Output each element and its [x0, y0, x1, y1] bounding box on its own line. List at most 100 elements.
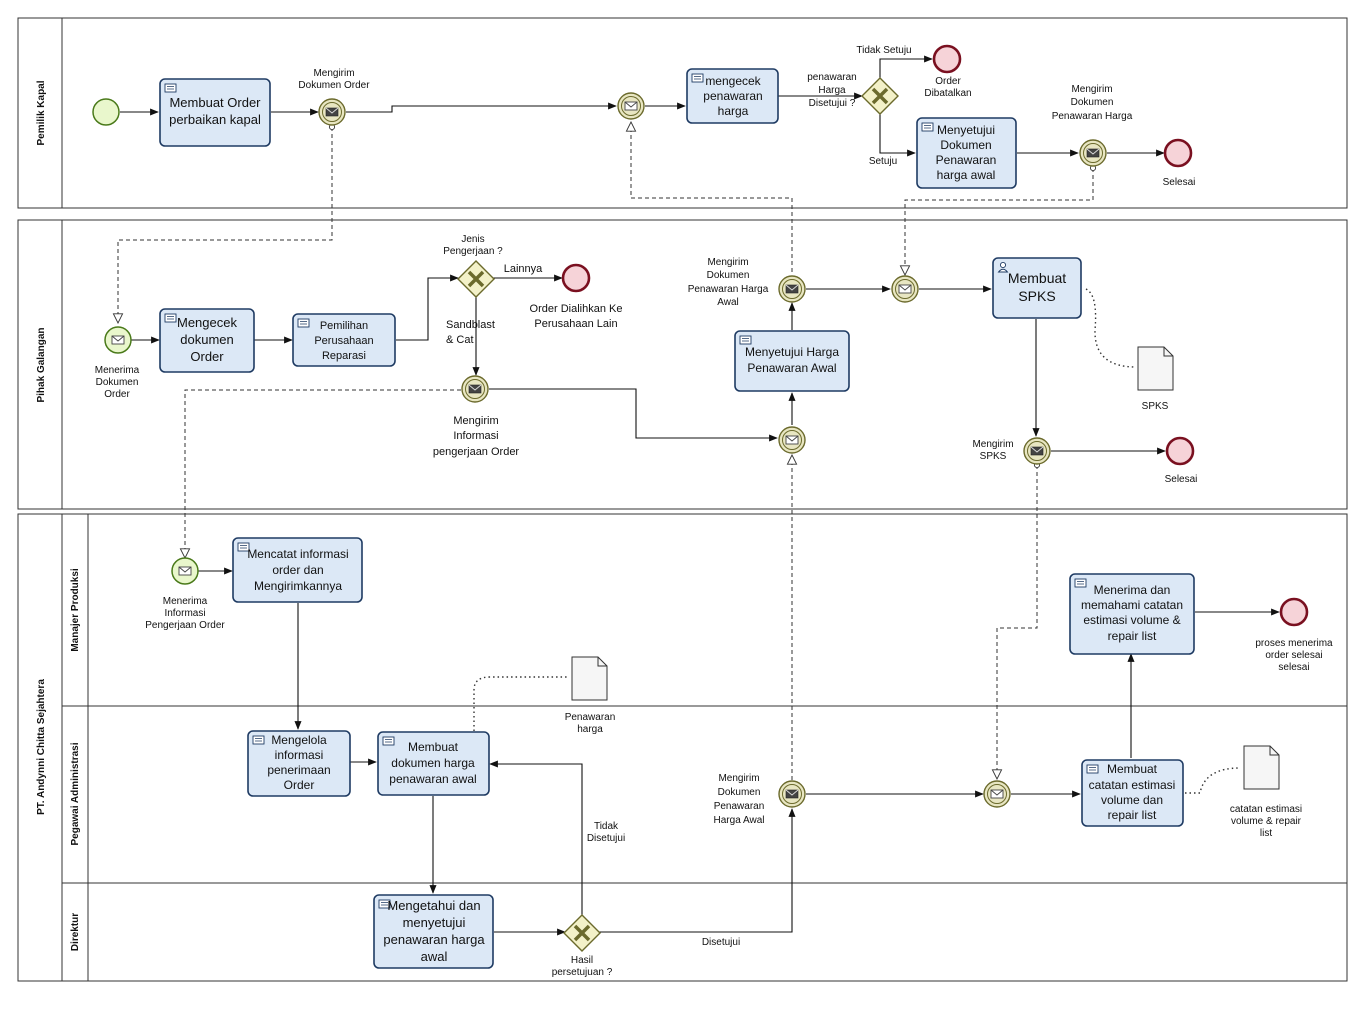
label-mengirim-penawaran-bot: Harga Awal — [714, 815, 765, 826]
task-icon — [691, 73, 704, 83]
envelope-filled-icon — [785, 284, 799, 294]
end-event-selesai-top — [1163, 138, 1193, 168]
intermediate-event-terima-penawaran — [617, 92, 645, 120]
task-membuat-catatan[interactable]: Membuat catatan estimasi volume dan repa… — [1081, 759, 1184, 827]
task-line: Mencatat informasi — [247, 547, 348, 561]
envelope-filled-icon — [1086, 148, 1100, 158]
task-membuat-dokumen-harga[interactable]: Membuat dokumen harga penawaran awal — [377, 731, 490, 796]
task-icon — [164, 83, 177, 93]
task-line: memahami catatan — [1081, 598, 1183, 612]
task-mengecek-penawaran[interactable]: mengecek penawaran harga — [686, 68, 779, 124]
intermediate-event-terima-persetujuan — [891, 275, 919, 303]
envelope-filled-icon — [1030, 446, 1044, 456]
task-icon — [1074, 578, 1087, 588]
task-line: Membuat — [408, 740, 459, 754]
task-membuat-order[interactable]: Membuat Order perbaikan kapal — [159, 78, 271, 147]
label-menerima-informasi: Informasi — [164, 608, 205, 619]
label-menerima-informasi: Pengerjaan Order — [145, 620, 225, 631]
label-mengirim-penawaran-awal: Awal — [717, 297, 739, 308]
task-line: Menyetujui Harga — [745, 345, 839, 359]
gateway-hasil-persetujuan — [563, 914, 601, 952]
task-line: penawaran — [703, 89, 762, 103]
label-hasil-persetujuan: persetujuan ? — [552, 967, 613, 978]
label-sandblast: Sandblast — [446, 319, 495, 331]
task-line: Reparasi — [322, 350, 366, 362]
task-line: penerimaan — [267, 763, 330, 777]
data-object-penawaran-harga — [571, 656, 608, 701]
label-menerima-informasi: Menerima — [163, 596, 208, 607]
label-penawaran-harga-doc: Penawaran — [565, 712, 616, 723]
intermediate-event-mengirim-informasi — [461, 375, 489, 403]
task-icon — [739, 335, 752, 345]
intermediate-event-mengirim-dokumen-penawaran — [1079, 139, 1107, 167]
envelope-icon — [990, 789, 1004, 799]
task-line: harga — [718, 104, 749, 118]
label-mengirim-informasi: pengerjaan Order — [433, 446, 520, 458]
gateway-penawaran-disetujui — [861, 77, 899, 115]
end-event-selesai-mid — [1165, 436, 1195, 466]
task-line: Perusahaan — [314, 335, 373, 347]
label-mengirim-informasi: Mengirim — [453, 415, 498, 427]
label-menerima-dokumen-order: Dokumen — [96, 377, 139, 388]
task-icon — [252, 735, 265, 745]
task-line: Mengirimkannya — [254, 579, 342, 593]
task-line: Mengelola — [271, 733, 327, 747]
label-mengirim-dokumen-order: Dokumen Order — [298, 80, 370, 91]
label-lainnya: Lainnya — [504, 263, 543, 275]
start-event-menerima-informasi — [171, 557, 199, 585]
label-catatan-doc: list — [1260, 828, 1272, 839]
task-line: harga awal — [937, 168, 996, 182]
lane-label-direktur: Direktur — [70, 913, 81, 951]
task-line: repair list — [1108, 808, 1157, 822]
start-event-menerima-dokumen-order — [104, 326, 132, 354]
task-line: penawaran awal — [389, 772, 476, 786]
task-line: catatan estimasi — [1089, 778, 1176, 792]
task-line: Mengecek — [177, 315, 237, 330]
label-penawaran-disetujui: Harga — [818, 85, 846, 96]
task-mengetahui[interactable]: Mengetahui dan menyetujui penawaran harg… — [373, 894, 494, 969]
envelope-icon — [624, 101, 638, 111]
label-jenis-pengerjaan: Jenis — [461, 234, 484, 245]
label-menerima-dokumen-order: Order — [104, 389, 130, 400]
task-icon — [164, 313, 177, 323]
lane-label-pegawai: Pegawai Administrasi — [70, 742, 81, 845]
task-line: repair list — [1108, 629, 1157, 643]
task-mengelola[interactable]: Mengelola informasi penerimaan Order — [247, 730, 351, 797]
task-line: estimasi volume & — [1083, 613, 1180, 627]
label-mengirim-dokumen-order: Mengirim — [313, 68, 354, 79]
envelope-filled-icon — [468, 384, 482, 394]
pool-label-pihak-galangan: Pihak Galangan — [36, 327, 47, 402]
label-proses-selesai: selesai — [1278, 662, 1309, 673]
label-tidak-disetujui: Disetujui — [587, 833, 625, 844]
label-sandblast: & Cat — [446, 334, 474, 346]
task-line: menyetujui — [403, 915, 466, 930]
task-mengecek-dokumen[interactable]: Mengecek dokumen Order — [159, 308, 255, 373]
task-line: Menyetujui — [937, 123, 995, 137]
label-catatan-doc: volume & repair — [1231, 816, 1302, 827]
label-mengirim-dokumen-penawaran: Mengirim — [1071, 84, 1112, 95]
task-mencatat-info[interactable]: Mencatat informasi order dan Mengirimkan… — [232, 537, 363, 603]
label-mengirim-dokumen-penawaran: Penawaran Harga — [1052, 111, 1133, 122]
label-penawaran-disetujui: Disetujui ? — [809, 98, 856, 109]
task-icon — [1086, 764, 1099, 774]
task-menyetujui-dokumen[interactable]: Menyetujui Dokumen Penawaran harga awal — [916, 117, 1017, 189]
task-line: penawaran harga — [383, 932, 485, 947]
label-order-dibatalkan: Order — [935, 76, 961, 87]
task-line: Membuat — [1107, 762, 1158, 776]
intermediate-event-mengirim-penawaran-bot — [778, 780, 806, 808]
data-object-spks — [1137, 346, 1174, 391]
label-jenis-pengerjaan: Pengerjaan ? — [443, 246, 503, 257]
task-line: Membuat — [1008, 270, 1066, 286]
task-line: Penawaran Awal — [747, 361, 836, 375]
label-mengirim-penawaran-awal: Penawaran Harga — [688, 284, 769, 295]
task-icon — [921, 122, 934, 132]
task-line: Order — [190, 349, 224, 364]
task-line: Membuat Order — [169, 95, 261, 110]
task-menyetujui-harga[interactable]: Menyetujui Harga Penawaran Awal — [734, 330, 850, 392]
task-menerima-memahami[interactable]: Menerima dan memahami catatan estimasi v… — [1069, 573, 1195, 655]
task-pemilihan[interactable]: Pemilihan Perusahaan Reparasi — [292, 313, 396, 367]
task-membuat-spks[interactable]: Membuat SPKS — [992, 257, 1082, 319]
label-tidak-setuju: Tidak Setuju — [856, 45, 911, 56]
end-event-order-dialihkan — [561, 263, 591, 293]
